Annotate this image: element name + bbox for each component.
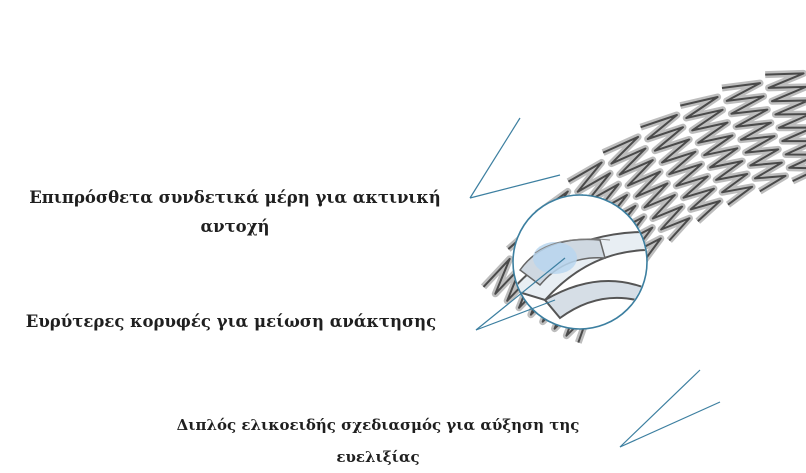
callout-line-helix-1 <box>620 370 700 447</box>
callout-line-links-2 <box>470 175 560 198</box>
callout-line-links-1 <box>470 118 520 198</box>
label-double-helix: Διπλός ελικοειδής σχεδιασμός για αύξηση … <box>148 409 608 473</box>
magnifier-inset <box>512 195 655 329</box>
label-connecting-links: Επιπρόσθετα συνδετικά μέρη για ακτινική … <box>0 183 470 241</box>
callout-line-helix-2 <box>620 402 720 447</box>
label-wider-peaks: Ευρύτερες κορυφές για μείωση ανάκτησης <box>0 314 462 331</box>
